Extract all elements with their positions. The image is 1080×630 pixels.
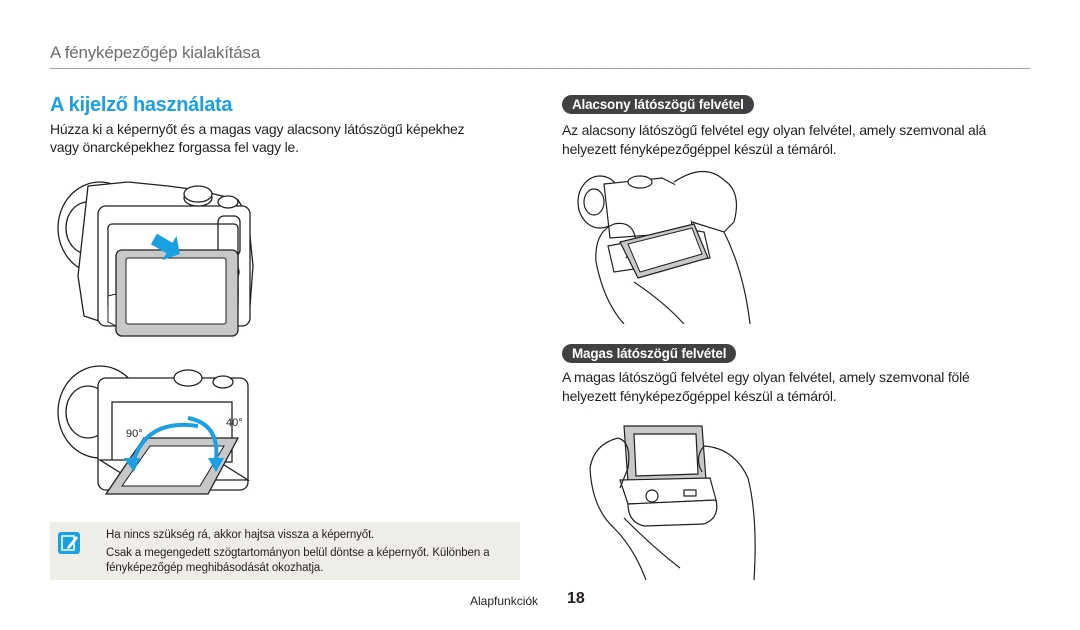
footer-section-label: Alapfunkciók [470,594,539,608]
section-header: A fényképezőgép kialakítása [50,43,261,62]
page-title: A kijelző használata [50,94,233,116]
high-angle-shot-illustration [589,425,756,580]
high-angle-section-text: A magas látószögű felvétel egy olyan fel… [562,369,970,404]
page-number: 18 [567,590,585,607]
pencil-note-icon [58,532,80,554]
low-angle-shot-illustration [577,170,751,324]
note-box: Ha nincs szükség rá, akkor hajtsa vissza… [50,522,520,580]
low-angle-section-title: Alacsony látószögű felvétel [562,95,754,114]
camera-screen-flip-illustration: 90° 40° [57,365,251,495]
high-angle-section-title: Magas látószögű felvétel [562,344,737,363]
low-angle-section-text: Az alacsony látószögű felvétel egy olyan… [562,122,987,157]
note-item: Csak a megengedett szögtartományon belül… [106,547,490,574]
intro-paragraph: Húzza ki a képernyőt és a magas vagy ala… [50,121,465,155]
camera-screen-pullout-illustration [57,181,254,337]
note-list: Ha nincs szükség rá, akkor hajtsa vissza… [106,528,516,576]
angle-90-label: 90° [126,428,143,440]
note-item: Ha nincs szükség rá, akkor hajtsa vissza… [106,529,375,541]
header-divider [50,68,1030,69]
angle-40-label: 40° [226,417,243,429]
